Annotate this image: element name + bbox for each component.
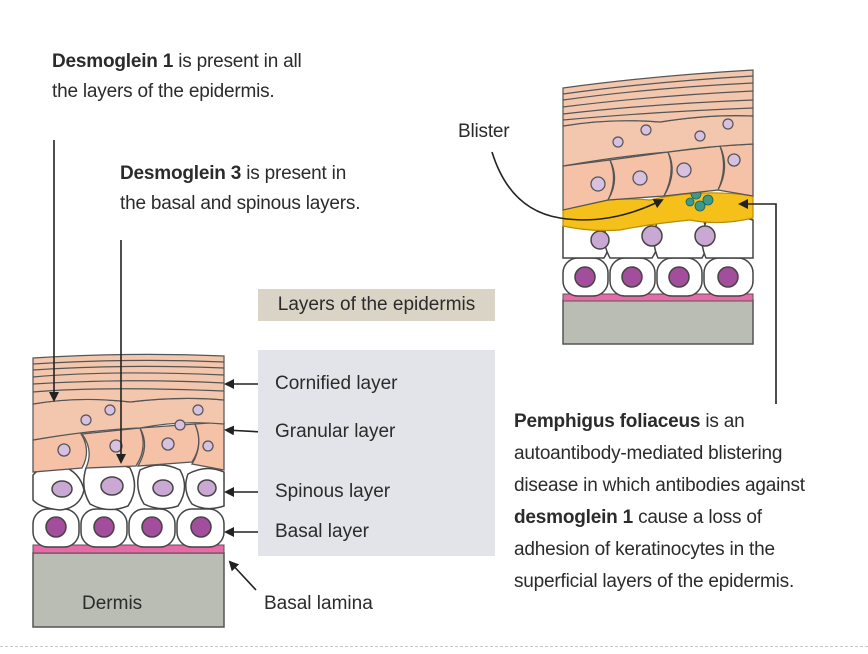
legend-panel — [258, 350, 495, 556]
normal-epidermis — [32, 353, 225, 628]
right-granular-cells — [562, 143, 754, 211]
pemphigus-note-line4: desmoglein 1 cause a loss of — [514, 507, 762, 528]
dermis-block — [32, 552, 225, 628]
desmoglein3-note-line1: Desmoglein 3 is present in — [120, 163, 347, 184]
pemphigus-note-line6: superficial layers of the epidermis. — [514, 571, 795, 592]
basal-lamina-label: Basal lamina — [264, 593, 373, 614]
legend-basal-layer: Basal layer — [275, 521, 369, 542]
blister-arrow — [491, 151, 664, 221]
granular-cells — [32, 421, 225, 473]
bottom-divider — [0, 646, 868, 647]
pemphigus-note-line5: adhesion of keratinocytes in the — [514, 539, 775, 560]
pemphigus-note-line1: Pemphigus foliaceus is an — [514, 411, 745, 432]
desmoglein1-note-line1: Desmoglein 1 is present in all — [52, 51, 302, 72]
legend-spinous-layer: Spinous layer — [275, 481, 391, 502]
dermis-label: Dermis — [82, 593, 143, 614]
pemphigus-note-line2: autoantibody-mediated blistering — [514, 443, 783, 464]
right-dermis — [562, 299, 754, 345]
basal-cells — [32, 508, 225, 548]
blister-label: Blister — [458, 121, 510, 142]
spinous-cells — [32, 462, 225, 511]
layer-pointer-arrows — [224, 379, 263, 591]
pemphigus-note-line3: disease in which antibodies against — [514, 475, 805, 496]
desmoglein1-note-line2: the layers of the epidermis. — [52, 81, 275, 102]
pemphigus-epidermis — [562, 69, 754, 345]
right-basal-cells — [562, 257, 754, 297]
right-upper-cells — [562, 115, 754, 167]
legend-granular-layer: Granular layer — [275, 421, 396, 442]
cornified-layer — [32, 353, 225, 405]
legend-title: Layers of the epidermis — [258, 289, 495, 321]
basal-lamina — [32, 544, 225, 554]
right-spinous-cells — [562, 215, 754, 259]
legend-cornified-layer: Cornified layer — [275, 373, 398, 394]
pemphigus-arrow — [738, 199, 777, 404]
right-cornified-layer — [562, 69, 754, 127]
desmoglein3-note-line2: the basal and spinous layers. — [120, 193, 361, 214]
right-basal-lamina — [562, 293, 754, 302]
